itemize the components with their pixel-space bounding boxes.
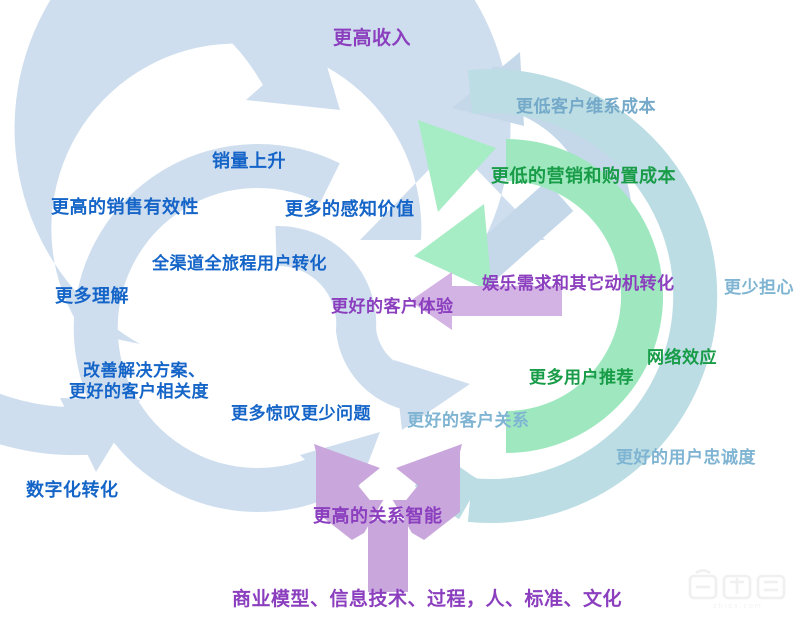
label-better-customer-relationships: 更好的客户关系: [407, 411, 530, 430]
label-more-user-referrals: 更多用户推荐: [529, 368, 634, 387]
blue-inner-spiral-arrowhead: [394, 360, 470, 430]
label-relationship-intelligence: 更高的关系智能: [313, 506, 443, 526]
purple-fork-right-head: [396, 444, 462, 508]
purple-fork-arrow: [314, 444, 462, 592]
label-lower-retention-cost: 更低客户维系成本: [516, 97, 656, 116]
label-higher-sales-effectiveness: 更高的销售有效性: [51, 197, 199, 217]
blue-outer-top-arrowhead: [246, 36, 340, 110]
purple-fork-stem: [368, 520, 408, 592]
label-more-understanding: 更多理解: [55, 286, 129, 306]
label-omnichannel-conversion: 全渠道全旅程用户转化: [152, 254, 327, 273]
label-lower-marketing-cost: 更低的营销和购置成本: [491, 166, 676, 186]
green-up-arrowhead: [418, 120, 496, 212]
label-more-perceived-value: 更多的感知价值: [285, 199, 415, 219]
blue-inner-spiral-band: [275, 225, 423, 412]
label-digital-transformation: 数字化转化: [26, 480, 119, 500]
label-improved-solutions: 改善解决方案、: [83, 361, 206, 380]
outer-blue-cycle-arrow: [14, 0, 545, 344]
label-better-customer-experience: 更好的客户体验: [331, 297, 454, 316]
label-fewer-worries: 更少担心: [724, 278, 794, 297]
teal-outer-ring-band: [467, 69, 718, 523]
label-entertainment-motive-conversion: 娱乐需求和其它动机转化: [482, 274, 675, 293]
label-higher-revenue: 更高收入: [333, 28, 412, 49]
green-down-left-arrowhead: [414, 204, 492, 292]
green-inner-ring-band: [505, 139, 663, 453]
label-network-effect: 网络效应: [647, 348, 717, 367]
label-sales-growth: 销量上升: [212, 151, 286, 171]
purple-left-arrow: [410, 272, 562, 330]
label-better-user-loyalty: 更好的用户忠诚度: [616, 448, 756, 467]
label-more-wow-fewer-issues: 更多惊叹更少问题: [231, 404, 371, 423]
blue-mid-ring-band: [73, 144, 340, 512]
purple-fork-left-head: [314, 444, 380, 508]
label-foundation: 商业模型、信息技术、过程，人、标准、文化: [232, 589, 623, 610]
label-better-customer-relevance: 更好的客户相关度: [69, 382, 209, 401]
